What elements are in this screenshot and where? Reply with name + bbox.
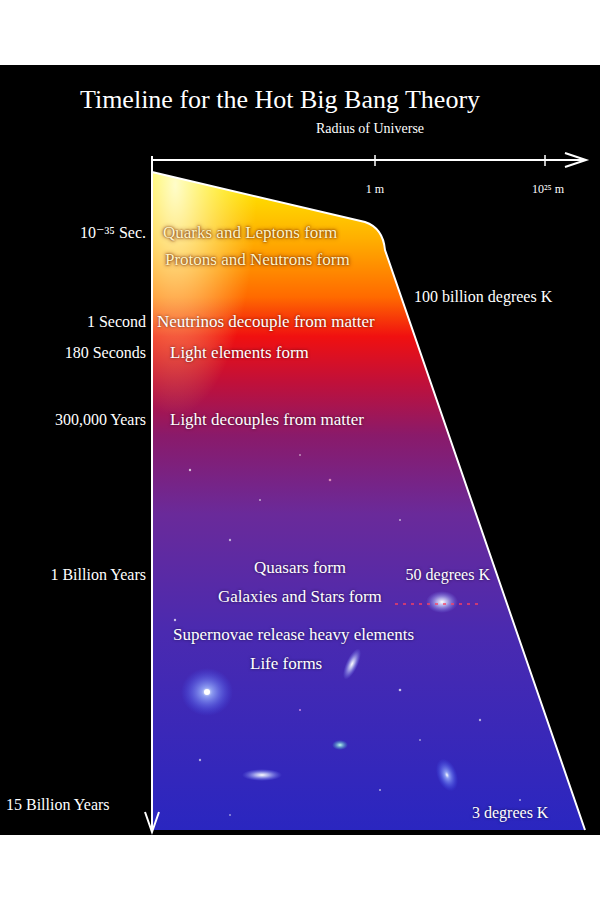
event-label: Light elements form xyxy=(170,344,309,363)
star-dot xyxy=(229,539,231,541)
axis-label: Radius of Universe xyxy=(316,121,424,136)
star-dot xyxy=(419,739,421,741)
elliptical-galaxy xyxy=(242,769,282,781)
event-label: Protons and Neutrons form xyxy=(165,251,350,270)
star-dot xyxy=(259,499,261,501)
temperature-label: 100 billion degrees K xyxy=(414,288,552,306)
star-dot xyxy=(174,619,176,621)
event-label: Life forms xyxy=(250,655,322,674)
galaxy-core xyxy=(204,689,210,695)
universe-shape xyxy=(152,172,585,830)
star-dot xyxy=(519,799,521,801)
hot-glow xyxy=(152,172,385,830)
event-label: Light decouples from matter xyxy=(170,411,364,430)
star-dot xyxy=(329,479,332,482)
star-dot xyxy=(199,759,201,761)
time-label: 180 Seconds xyxy=(65,344,146,362)
event-label: Quasars form xyxy=(254,559,346,578)
universe-outline xyxy=(152,172,585,830)
time-arrowhead xyxy=(145,812,159,832)
event-label: Neutrinos decouple from matter xyxy=(157,313,375,332)
star-dot xyxy=(229,814,231,816)
quasar-jet xyxy=(395,603,480,605)
edge-on-galaxy xyxy=(339,646,364,682)
time-label: 300,000 Years xyxy=(55,411,146,429)
event-label: Supernovae release heavy elements xyxy=(173,626,414,645)
spiral-galaxy xyxy=(181,668,233,716)
time-label: 1 Billion Years xyxy=(50,566,146,584)
event-label: Galaxies and Stars form xyxy=(218,588,382,607)
star-dot xyxy=(299,454,301,456)
axis-tick xyxy=(374,155,376,166)
star-dot xyxy=(379,789,381,791)
temperature-label: 3 degrees K xyxy=(472,804,548,822)
star-dot xyxy=(399,689,402,692)
time-label: 1 Second xyxy=(87,313,146,331)
radius-arrowhead xyxy=(565,153,586,167)
time-label: 10⁻³⁵ Sec. xyxy=(80,224,146,242)
radius-axis xyxy=(152,159,585,161)
axis-tick-label: 1 m xyxy=(366,183,384,196)
event-label: Quarks and Leptons form xyxy=(163,224,337,243)
spiral-galaxy xyxy=(432,756,462,795)
small-galaxy xyxy=(332,740,348,750)
temperature-label: 50 degrees K xyxy=(406,566,490,584)
star-dot xyxy=(299,709,301,711)
time-axis xyxy=(151,156,153,830)
star-dot xyxy=(479,719,481,721)
star-dot xyxy=(399,519,401,521)
axis-tick xyxy=(544,155,546,166)
time-label: 15 Billion Years xyxy=(6,796,110,814)
axis-tick-label: 10²⁵ m xyxy=(532,183,564,196)
bright-galaxy xyxy=(426,591,458,613)
diagram-title: Timeline for the Hot Big Bang Theory xyxy=(80,86,480,115)
star-dot xyxy=(189,469,191,471)
